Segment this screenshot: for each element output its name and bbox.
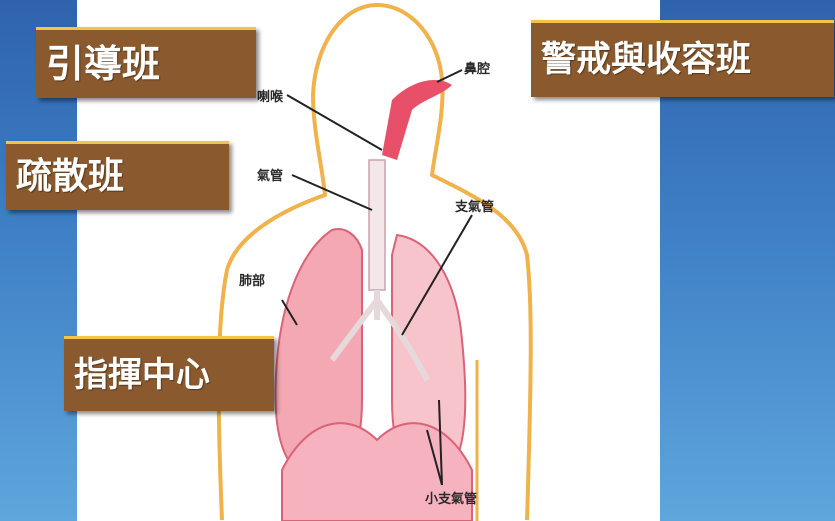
bronchi (329, 290, 430, 382)
leader-lung (281, 299, 298, 326)
label-pharynx: 喇喉 (257, 90, 284, 105)
leader-bronchiole-2 (438, 399, 443, 486)
tag-command-center: 指揮中心 (64, 336, 274, 411)
leader-bronchus (401, 214, 473, 336)
diaphragm (281, 422, 473, 521)
leader-pharynx (286, 94, 383, 151)
label-nasal-cavity: 鼻腔 (464, 62, 491, 77)
label-lung: 肺部 (239, 274, 266, 289)
leader-trachea (291, 174, 373, 211)
label-bronchus: 支氣管 (455, 200, 495, 215)
leader-bronchiole-1 (426, 429, 443, 486)
label-bronchiole: 小支氣管 (425, 492, 478, 507)
trachea-tube (368, 159, 386, 291)
tag-security-team: 警戒與收容班 (531, 20, 834, 97)
label-trachea: 氣管 (257, 169, 284, 184)
nasal-airway (382, 80, 452, 160)
tag-evacuation-team: 疏散班 (6, 141, 229, 210)
respiratory-diagram (216, 3, 533, 521)
tag-guide-team: 引導班 (36, 27, 256, 98)
leader-nasal (436, 69, 463, 83)
